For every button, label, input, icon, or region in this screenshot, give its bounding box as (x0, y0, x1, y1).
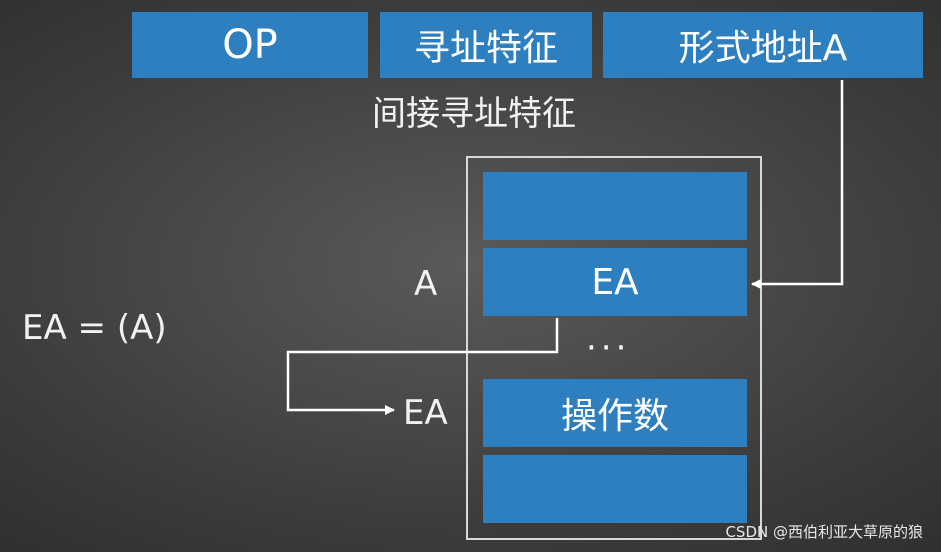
memory-cell-operand: 操作数 (483, 379, 747, 447)
ea-formula: EA = (A) (22, 308, 167, 348)
formal-address-field: 形式地址A (603, 12, 923, 78)
memory-cell-ea: EA (483, 248, 747, 316)
memory-frame (466, 156, 762, 540)
ea-to-operand-arrow (286, 318, 559, 415)
address-to-ea-arrow (751, 80, 844, 289)
diagram-caption: 间接寻址特征 (372, 94, 576, 134)
memory-cell-bottom (483, 455, 747, 523)
address-a-label: A (414, 264, 438, 304)
op-field: OP (132, 12, 368, 78)
memory-cell-top (483, 172, 747, 240)
memory-ellipsis: ··· (586, 328, 631, 368)
watermark: CSDN @西伯利亚大草原的狼 (725, 523, 923, 541)
address-ea-label: EA (403, 393, 448, 433)
addressing-mode-field: 寻址特征 (380, 12, 592, 78)
